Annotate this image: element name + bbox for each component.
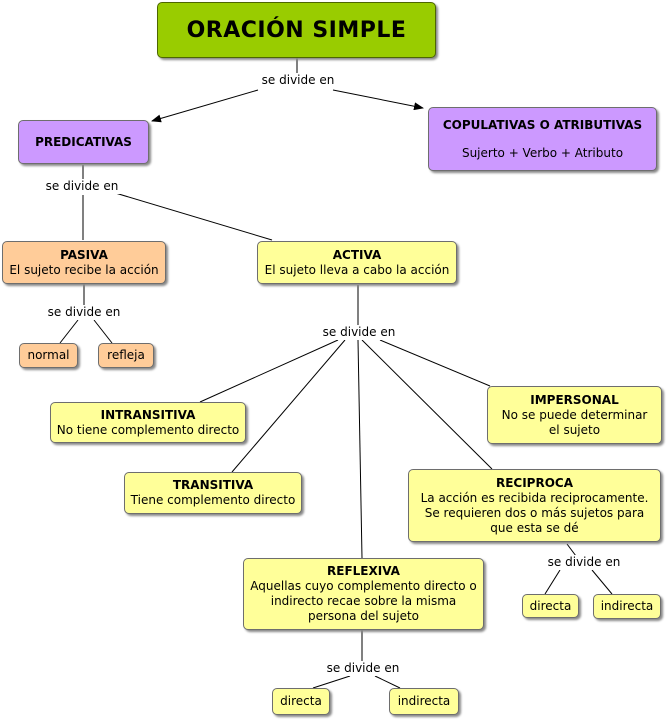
node-description: indirecto recae sobre la misma: [270, 594, 457, 608]
node-title: PREDICATIVAS: [35, 134, 132, 149]
node-description: La acción es recibida reciprocamente.: [420, 490, 649, 505]
node-title: ACTIVA: [332, 247, 382, 262]
link-label: se divide en: [324, 661, 402, 676]
node-title: directa: [529, 598, 572, 613]
node-title: TRANSITIVA: [172, 478, 254, 492]
node-title: indirecta: [600, 599, 654, 613]
node-title: normal: [27, 348, 70, 362]
concept-node-reflexiva-directa[interactable]: directa: [272, 688, 330, 715]
node-description: Sujerto + Verbo + Atributo: [461, 145, 624, 160]
concept-node-copulativas[interactable]: COPULATIVAS O ATRIBUTIVAS Sujerto + Verb…: [428, 107, 657, 171]
node-description: persona del sujeto: [307, 609, 420, 623]
node-title: directa: [280, 694, 322, 708]
concept-node-reflexiva-indirecta[interactable]: indirecta: [389, 688, 459, 715]
concept-node-transitiva[interactable]: TRANSITIVA Tiene complemento directo: [124, 472, 302, 514]
concept-node-reflexiva[interactable]: REFLEXIVA Aquellas cuyo complemento dire…: [243, 558, 484, 630]
concept-node-impersonal[interactable]: IMPERSONAL No se puede determinar el suj…: [487, 386, 662, 444]
node-title: REFLEXIVA: [327, 564, 400, 578]
node-title: INTRANSITIVA: [100, 407, 196, 422]
node-title: IMPERSONAL: [530, 392, 619, 407]
node-description: que esta se dé: [490, 520, 579, 535]
node-description: Se requieren dos o más sujetos para: [424, 505, 645, 520]
node-title: ORACIÓN SIMPLE: [186, 17, 407, 43]
concept-node-normal[interactable]: normal: [19, 343, 78, 368]
node-description: el sujeto: [548, 422, 601, 437]
node-title: RECIPROCA: [495, 475, 574, 490]
concept-node-reciproca[interactable]: RECIPROCA La acción es recibida reciproc…: [408, 469, 661, 542]
node-description: Aquellas cuyo complemento directo o: [250, 579, 477, 593]
node-title: COPULATIVAS O ATRIBUTIVAS: [442, 117, 643, 132]
concept-node-intransitiva[interactable]: INTRANSITIVA No tiene complemento direct…: [50, 402, 246, 443]
concept-node-refleja[interactable]: refleja: [98, 343, 154, 368]
concept-node-oracion-simple[interactable]: ORACIÓN SIMPLE: [157, 2, 436, 58]
link-label: se divide en: [545, 555, 623, 570]
node-title: refleja: [107, 348, 145, 362]
node-title: PASIVA: [60, 247, 108, 262]
concept-node-predicativas[interactable]: PREDICATIVAS: [18, 120, 149, 164]
node-description: No se puede determinar: [501, 407, 648, 422]
link-label: se divide en: [45, 305, 123, 320]
node-title: indirecta: [397, 694, 451, 708]
node-description: No tiene complemento directo: [56, 422, 240, 437]
node-description: El sujeto lleva a cabo la acción: [264, 262, 450, 277]
link-label: se divide en: [320, 325, 398, 340]
concept-node-reciproca-indirecta[interactable]: indirecta: [593, 594, 661, 619]
concept-node-pasiva[interactable]: PASIVA El sujeto recibe la acción: [2, 241, 166, 284]
concept-node-reciproca-directa[interactable]: directa: [522, 594, 579, 618]
node-description: Tiene complemento directo: [130, 493, 296, 507]
link-label: se divide en: [43, 179, 121, 194]
concept-node-activa[interactable]: ACTIVA El sujeto lleva a cabo la acción: [257, 241, 457, 284]
link-label: se divide en: [259, 73, 337, 88]
node-description: El sujeto recibe la acción: [9, 262, 159, 277]
